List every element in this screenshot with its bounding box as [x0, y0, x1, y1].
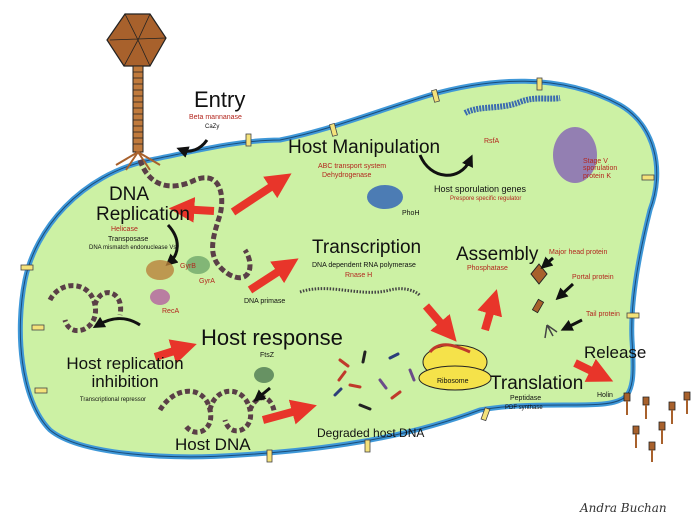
helicase-label: Helicase — [111, 226, 138, 233]
ftsz-label: FtsZ — [260, 352, 274, 359]
arrow-to-transcription — [247, 258, 299, 294]
host-response-title: Host response — [201, 325, 343, 350]
ftsz-protein-icon — [254, 367, 274, 383]
degraded-host-dna-label: Degraded host DNA — [317, 426, 425, 440]
arrow-to-host-response — [153, 339, 197, 364]
phoh-protein-icon — [367, 185, 403, 209]
capsid-head-icon — [530, 263, 548, 285]
transposase-label: Transposase — [108, 236, 149, 243]
tail-protein-label: Tail protein — [586, 311, 620, 318]
dna-primase-label: DNA primase — [244, 298, 286, 305]
protein-structures — [146, 95, 597, 383]
dehydrogenase-label: Dehydrogenase — [322, 172, 372, 179]
rsfa-label: RsfA — [484, 138, 500, 145]
gyrb-protein-icon — [146, 260, 174, 280]
arrow-to-degraded-dna — [261, 399, 317, 425]
arrow-to-assembly — [477, 289, 503, 332]
reca-protein-icon — [150, 289, 170, 305]
arrow-to-host-manipulation — [230, 173, 292, 216]
abc-transport-label: ABC transport system — [318, 163, 387, 170]
beta-mannanase-label: Beta mannanase — [189, 114, 242, 121]
host-replication-inhibition-title: Host replication inhibition — [66, 354, 184, 391]
gyrb-label: GyrB — [180, 263, 196, 270]
tail-protein-icon — [544, 324, 558, 339]
gyra-label: GyrA — [199, 278, 215, 285]
prespore-label: Prespore specific regulator — [450, 196, 522, 202]
assembly-title: Assembly — [456, 244, 539, 265]
host-manipulation-title: Host Manipulation — [288, 137, 441, 158]
released-phages-icon — [623, 391, 691, 462]
stage-v-label: Stage V sporulation protein K — [583, 158, 618, 180]
membrane-pores — [20, 77, 655, 463]
transcriptional-repressor-label: Transcriptional repressor — [79, 397, 147, 403]
phoh-label: PhoH — [402, 210, 420, 217]
degraded-dna-icon — [333, 350, 416, 411]
black-arrows — [92, 139, 583, 402]
phosphatase-label: Phosphatase — [467, 265, 508, 272]
replication-dna-icon — [47, 283, 124, 334]
ribosome-icon — [418, 343, 492, 391]
ribosome-label: Ribosome — [437, 378, 469, 385]
rna-polymerase-label: DNA dependent RNA polymerase — [312, 262, 416, 269]
host-sporulation-genes-label: Host sporulation genes — [434, 184, 527, 194]
rnase-h-label: Rnase H — [345, 272, 373, 279]
entry-title: Entry — [194, 87, 246, 112]
rsfa-protein-icon — [463, 95, 561, 116]
arrow-to-translation — [422, 303, 457, 342]
reca-label: RecA — [162, 308, 180, 315]
holin-label: Holin — [597, 392, 613, 399]
stage-v-protein-icon — [553, 127, 597, 183]
artist-signature: Andra Buchan — [580, 501, 667, 515]
phage-dna-strand — [137, 159, 253, 280]
transcription-title: Transcription — [312, 237, 422, 258]
dna-replication-title: DNA Replication — [96, 184, 190, 225]
release-title: Release — [584, 343, 647, 362]
arrow-to-release — [573, 358, 614, 382]
portal-protein-icon — [531, 298, 545, 314]
portal-protein-label: Portal protein — [572, 274, 614, 281]
mrna-strand — [299, 287, 422, 297]
arrow-to-replication — [168, 197, 215, 223]
host-dna-label: Host DNA — [175, 435, 251, 454]
cazy-label: CaZy — [205, 124, 220, 130]
mismatch-label: DNA mismatch endonuclease Vsr — [89, 245, 179, 251]
translation-title: Translation — [490, 373, 584, 394]
phage-icon — [106, 13, 167, 171]
peptidase-label: Peptidase — [510, 395, 542, 402]
process-arrows — [153, 173, 614, 425]
major-head-label: Major head protein — [549, 249, 608, 256]
gyra-protein-icon — [186, 256, 210, 274]
pdf-synthase-label: PDF synthase — [505, 405, 543, 411]
